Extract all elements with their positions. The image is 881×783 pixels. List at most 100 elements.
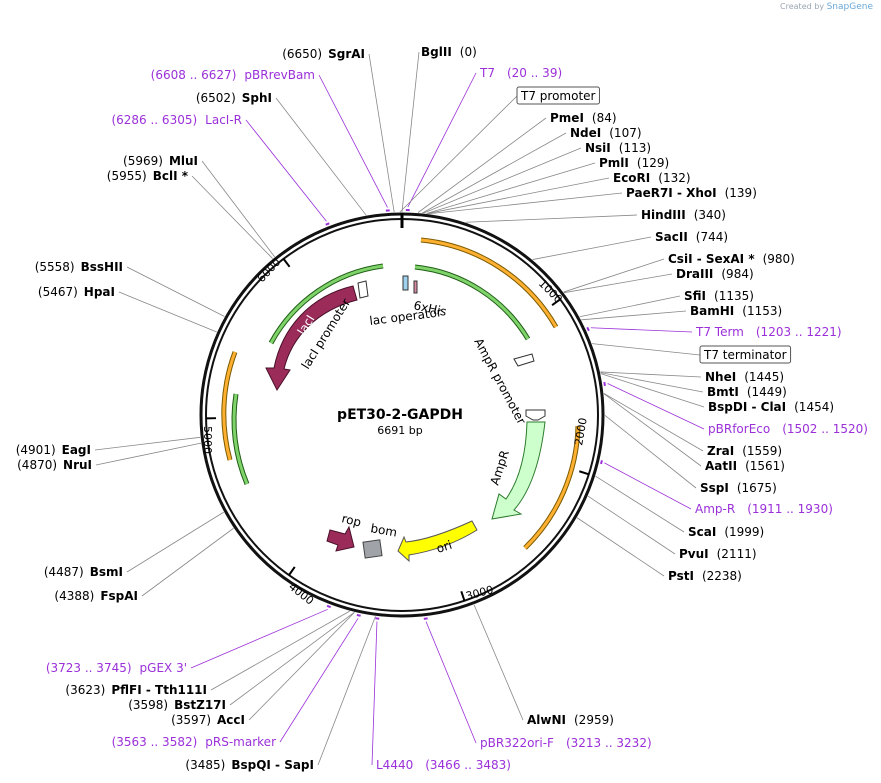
primer-t7-term[interactable]: T7 Term(1203 .. 1221)	[695, 325, 842, 339]
enzyme-name: SspI	[700, 481, 729, 495]
enzyme-leader-fspai	[141, 527, 234, 597]
enzyme-site-ecori[interactable]: EcoRI(132)	[613, 171, 691, 185]
enzyme-position: (984)	[721, 267, 753, 281]
enzyme-site-acci[interactable]: AccI(3597)	[171, 713, 245, 727]
primer-leader-pbrforeco	[607, 383, 705, 430]
rop-feature-arrow[interactable]	[326, 525, 355, 552]
enzyme-site-nsii[interactable]: NsiI(113)	[585, 141, 651, 155]
enzyme-site-hpai[interactable]: HpaI(5467)	[38, 285, 115, 299]
primer-laci-r[interactable]: LacI-R(6286 .. 6305)	[111, 113, 242, 127]
enzyme-name: PmeI	[550, 111, 584, 125]
primer-leader-amp-r	[604, 462, 692, 510]
enzyme-site-bamhi[interactable]: BamHI(1153)	[690, 304, 782, 318]
plasmid-length: 6691 bp	[377, 424, 422, 437]
tick-label-5000: 5000	[201, 426, 214, 454]
enzyme-position: (4870)	[17, 458, 57, 472]
primer-name: L4440	[376, 758, 413, 772]
green-arc-1-fill	[414, 265, 530, 340]
enzyme-site-sspi[interactable]: SspI(1675)	[700, 481, 777, 495]
enzyme-site-pmei[interactable]: PmeI(84)	[550, 111, 617, 125]
primer-name: pGEX 3'	[140, 661, 187, 675]
enzyme-site-alwni[interactable]: AlwNI(2959)	[527, 713, 614, 727]
enzyme-name: HpaI	[84, 285, 115, 299]
enzyme-site-bsmi[interactable]: BsmI(4487)	[44, 565, 123, 579]
enzyme-site-draiii[interactable]: DraIII(984)	[676, 267, 754, 281]
primer-name: Amp-R	[695, 502, 735, 516]
primer-mark-prs-marker	[356, 613, 361, 617]
primer-leader-laci-r	[245, 119, 327, 222]
enzyme-leader-sacii	[532, 236, 652, 260]
enzyme-leader-bstz17i	[229, 611, 355, 706]
enzyme-name: ZraI	[707, 444, 734, 458]
tick-label-2000: 2000	[572, 417, 590, 447]
enzyme-site-csii-sexai[interactable]: CsiI - SexAI *(980)	[668, 252, 795, 266]
enzyme-site-sgrai[interactable]: SgrAI(6650)	[282, 47, 365, 61]
enzyme-site-psti[interactable]: PstI(2238)	[668, 569, 742, 583]
primer-t7[interactable]: T7(20 .. 39)	[479, 66, 562, 80]
orf-arc-2-fill	[523, 425, 580, 550]
enzyme-site-pflfi-tth111i[interactable]: PflFI - Tth111I(3623)	[65, 683, 207, 697]
enzyme-site-bglii[interactable]: BglII(0)	[421, 45, 477, 59]
primer-mark-pbrforeco	[603, 381, 606, 387]
feature-box-frame	[699, 345, 792, 364]
ori-feature-arrow[interactable]	[397, 520, 478, 563]
enzyme-site-sacii[interactable]: SacII(744)	[655, 230, 728, 244]
laci-feature-arrow[interactable]	[265, 285, 358, 392]
primer-pbr322ori-f[interactable]: pBR322ori-F(3213 .. 3232)	[480, 736, 652, 750]
bp-ticks	[206, 213, 590, 602]
enzyme-position: (113)	[619, 141, 651, 155]
enzyme-position: (3598)	[128, 698, 168, 712]
enzyme-position: (1445)	[744, 370, 784, 384]
enzyme-leader-bamhi	[581, 310, 687, 321]
primer-pbrrevbam[interactable]: pBRrevBam(6608 .. 6627)	[151, 68, 315, 82]
enzyme-leader-nrui	[95, 442, 202, 466]
enzyme-site-sphi[interactable]: SphI(6502)	[196, 91, 272, 105]
enzyme-site-bspdi-clai[interactable]: BspDI - ClaI(1454)	[708, 400, 834, 414]
primer-leader-pgex-3	[190, 608, 328, 669]
feature-box-t7-terminator[interactable]: T7 terminator	[699, 345, 792, 364]
tick-mark-2000	[578, 470, 590, 476]
primer-name: pBRforEco	[708, 422, 770, 436]
enzyme-site-zrai[interactable]: ZraI(1559)	[707, 444, 782, 458]
enzyme-site-bmti[interactable]: BmtI(1449)	[707, 385, 787, 399]
enzyme-leader-ecori	[427, 177, 610, 214]
enzyme-site-eagi[interactable]: EagI(4901)	[16, 443, 91, 457]
enzyme-site-pmli[interactable]: PmlI(129)	[599, 156, 669, 170]
enzyme-name: BssHII	[81, 260, 123, 274]
primer-name: pRS-marker	[205, 735, 276, 749]
enzyme-site-mlui[interactable]: MluI(5969)	[123, 154, 198, 168]
enzyme-site-pvui[interactable]: PvuI(2111)	[679, 547, 757, 561]
feature-box-t7-promoter[interactable]: T7 promoter	[516, 86, 600, 105]
enzyme-leader-hindiii	[465, 214, 638, 223]
enzyme-position: (980)	[763, 252, 795, 266]
enzyme-position: (107)	[609, 126, 641, 140]
feature-box-label: T7 terminator	[703, 348, 787, 362]
enzyme-leader-sspi	[604, 415, 697, 489]
enzyme-name: BstZ17I	[174, 698, 226, 712]
enzyme-position: (6502)	[196, 91, 236, 105]
enzyme-site-bstz17i[interactable]: BstZ17I (3598)	[128, 698, 226, 712]
primer-l4440[interactable]: L4440(3466 .. 3483)	[376, 758, 511, 772]
primer-amp-r[interactable]: Amp-R(1911 .. 1930)	[695, 502, 833, 516]
primer-pbrforeco[interactable]: pBRforEco(1502 .. 1520)	[708, 422, 868, 436]
enzyme-site-nrui[interactable]: NruI(4870)	[17, 458, 92, 472]
enzyme-site-paer7i-xhoi[interactable]: PaeR7I - XhoI(139)	[626, 186, 757, 200]
enzyme-site-bsshii[interactable]: BssHII(5558)	[35, 260, 123, 274]
enzyme-site-nhei[interactable]: NheI(1445)	[705, 370, 784, 384]
enzyme-name: NdeI	[570, 126, 601, 140]
enzyme-position: (1561)	[745, 459, 785, 473]
enzyme-name: BsmI	[90, 565, 123, 579]
enzyme-site-bcli[interactable]: BclI *(5955)	[107, 169, 189, 183]
enzyme-site-hindiii[interactable]: HindIII(340)	[641, 208, 726, 222]
enzyme-site-bspqi-sapi[interactable]: BspQI - SapI(3485)	[185, 758, 314, 772]
enzyme-site-aatii[interactable]: AatII (1561)	[705, 459, 785, 473]
primer-pgex-3[interactable]: pGEX 3'(3723 .. 3745)	[46, 661, 187, 675]
primer-prs-marker[interactable]: pRS-marker(3563 .. 3582)	[112, 735, 276, 749]
feature-box-label: T7 promoter	[520, 89, 596, 103]
ampr-feature-arrow[interactable]	[491, 421, 546, 520]
enzyme-site-sfii[interactable]: SfiI(1135)	[684, 289, 754, 303]
enzyme-site-ndei[interactable]: NdeI (107)	[570, 126, 642, 140]
enzyme-site-fspai[interactable]: FspAI(4388)	[54, 589, 138, 603]
enzyme-name: AatII	[705, 459, 737, 473]
enzyme-site-scai[interactable]: ScaI(1999)	[688, 525, 764, 539]
